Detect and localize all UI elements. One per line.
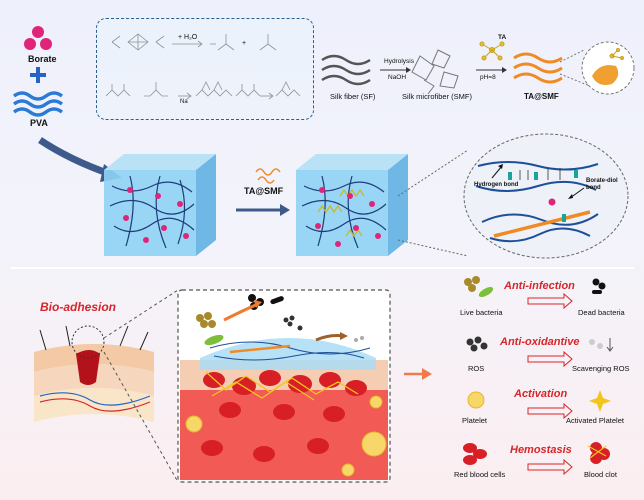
hydrogen-bond-label: Hydrogen bond bbox=[474, 182, 519, 188]
ta-smf-addition bbox=[236, 168, 290, 216]
dead-bacteria-label: Dead bacteria bbox=[578, 308, 625, 317]
hydrolysis-label: Hydrolysis bbox=[384, 58, 414, 65]
pva-icon bbox=[12, 91, 64, 117]
anti-oxidative-label: Anti-oxidantive bbox=[500, 336, 580, 348]
borate-label: Borate bbox=[28, 54, 57, 64]
borate-icon bbox=[24, 26, 52, 50]
hydrogen-bond-arrow bbox=[491, 164, 503, 179]
ph-label: pH=8 bbox=[480, 74, 496, 81]
effects-arrow bbox=[404, 368, 432, 380]
smf-label: Silk microfiber (SMF) bbox=[402, 92, 473, 101]
hydrogel-cube-2 bbox=[296, 154, 408, 256]
live-bacteria-label: Live bacteria bbox=[460, 308, 503, 317]
ta-label: TA bbox=[498, 34, 507, 41]
hemostasis-label: Hemostasis bbox=[510, 444, 572, 456]
naoh-label: NaOH bbox=[388, 74, 407, 81]
plus-icon bbox=[30, 67, 46, 83]
ta-smf-label: TA@SMF bbox=[524, 92, 559, 101]
ta-smf-reagent-label: TA@SMF bbox=[244, 186, 284, 196]
pva-label: PVA bbox=[30, 118, 48, 128]
water-label: + H₂O bbox=[178, 34, 198, 41]
red-blood-cells-label: Red blood cells bbox=[454, 470, 506, 479]
effect-icons bbox=[463, 276, 614, 476]
na-label: Na bbox=[180, 99, 188, 105]
plus-label-1: + bbox=[242, 40, 247, 47]
blood-clot-label: Blood clot bbox=[584, 470, 617, 479]
activated-platelet-label: Activated Platelet bbox=[566, 416, 624, 425]
wound-zoom-box bbox=[177, 289, 391, 483]
network-zoom-ellipse bbox=[463, 133, 629, 259]
ros-label: ROS bbox=[468, 364, 485, 373]
bio-adhesion-label: Bio-adhesion bbox=[40, 300, 117, 314]
tannic-acid-icon bbox=[479, 41, 505, 61]
platelet-label: Platelet bbox=[462, 416, 488, 425]
hydrolysis-arrow bbox=[380, 67, 411, 73]
activation-label: Activation bbox=[514, 388, 568, 400]
scavenging-ros-label: Scavenging ROS bbox=[572, 364, 630, 373]
silk-microfiber-icon bbox=[411, 49, 459, 95]
reaction-scheme-box bbox=[96, 18, 314, 120]
borate-diol-arrow bbox=[568, 187, 585, 199]
silk-fiber-label: Silk fiber (SF) bbox=[330, 92, 376, 101]
hydrogel-cube-1 bbox=[104, 154, 216, 256]
silk-fiber-icon bbox=[321, 54, 371, 86]
anti-infection-label: Anti-infection bbox=[504, 280, 575, 292]
ta-smf-icon bbox=[513, 52, 563, 84]
ta-smf-zoom bbox=[559, 41, 635, 95]
skin-illustration bbox=[34, 289, 179, 483]
ta-arrow bbox=[476, 67, 507, 73]
borate-diol-label: Borate-diol bond bbox=[586, 178, 618, 191]
